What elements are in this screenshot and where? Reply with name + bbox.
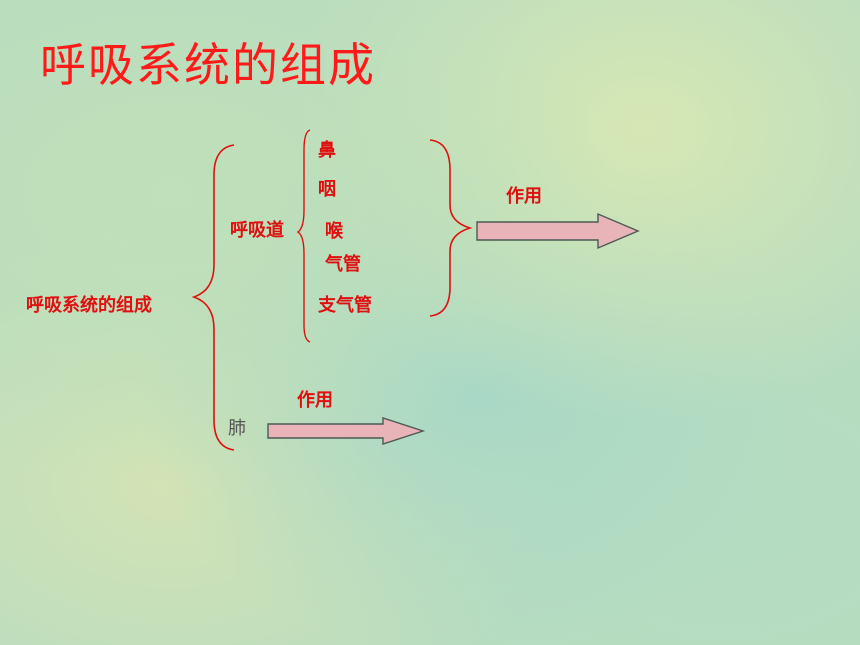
part-pharynx: 咽 <box>318 179 336 200</box>
lung-function-label: 作用 <box>297 390 333 411</box>
respiratory-tract-label: 呼吸道 <box>230 220 284 241</box>
part-nose: 鼻 <box>318 140 336 161</box>
tract-function-label: 作用 <box>506 186 542 207</box>
root-label: 呼吸系统的组成 <box>26 295 152 316</box>
lung-label: 肺 <box>228 418 246 439</box>
lung-function-arrow <box>267 417 426 445</box>
parts-right-brace <box>429 139 473 317</box>
tract-brace <box>296 129 311 343</box>
main-brace <box>191 144 235 451</box>
slide-title: 呼吸系统的组成 <box>40 38 376 92</box>
part-larynx: 喉 <box>325 221 343 242</box>
part-bronchi: 支气管 <box>318 295 372 316</box>
part-trachea: 气管 <box>325 254 361 275</box>
tract-function-arrow <box>476 212 640 250</box>
